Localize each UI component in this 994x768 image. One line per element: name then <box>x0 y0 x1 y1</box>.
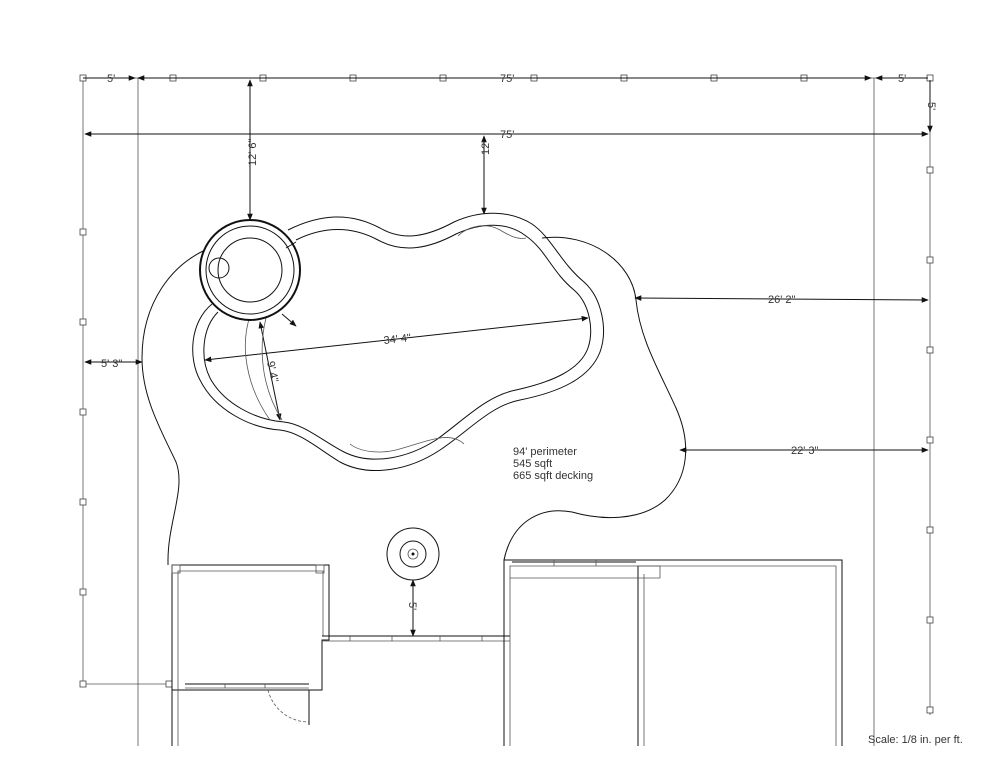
dim-pool-width: 9' 4" <box>264 360 280 383</box>
setback-dimension-lines <box>84 79 929 637</box>
pool-deck-outline <box>141 236 687 565</box>
dim-top-span: 75' <box>500 73 514 85</box>
dim-top-left-offset: 5' <box>107 73 115 85</box>
dim-pool-setback: 12' <box>480 141 492 155</box>
patio-steps <box>322 635 510 642</box>
pool-decking-note: 665 sqft decking <box>513 470 593 482</box>
fire-pit <box>386 527 440 581</box>
dim-top-right-offset: 5' <box>898 73 906 85</box>
property-lines <box>82 77 931 746</box>
dim-pool-length: 34' 4" <box>383 332 412 347</box>
dim-left-setback: 5' 3" <box>101 358 122 370</box>
dim-right-setback-upper: 26' 2" <box>768 294 796 306</box>
dim-spa-setback: 12' 6" <box>247 138 259 166</box>
dim-overall-width: 75' <box>500 129 514 141</box>
dim-right-setback-lower: 22' 3" <box>791 445 819 457</box>
top-dimensions <box>83 75 933 137</box>
left-structure <box>171 564 330 746</box>
spa <box>199 219 301 327</box>
scale-note: Scale: 1/8 in. per ft. <box>868 734 963 746</box>
pool-area-note: 545 sqft <box>513 458 552 470</box>
survey-markers <box>79 74 934 714</box>
dim-fire-pit-to-patio: 5' <box>406 602 418 610</box>
dim-right-top-offset: 5' <box>925 102 937 110</box>
pool-perimeter-note: 94' perimeter <box>513 446 577 458</box>
right-structure <box>503 559 843 746</box>
pool <box>192 212 604 472</box>
